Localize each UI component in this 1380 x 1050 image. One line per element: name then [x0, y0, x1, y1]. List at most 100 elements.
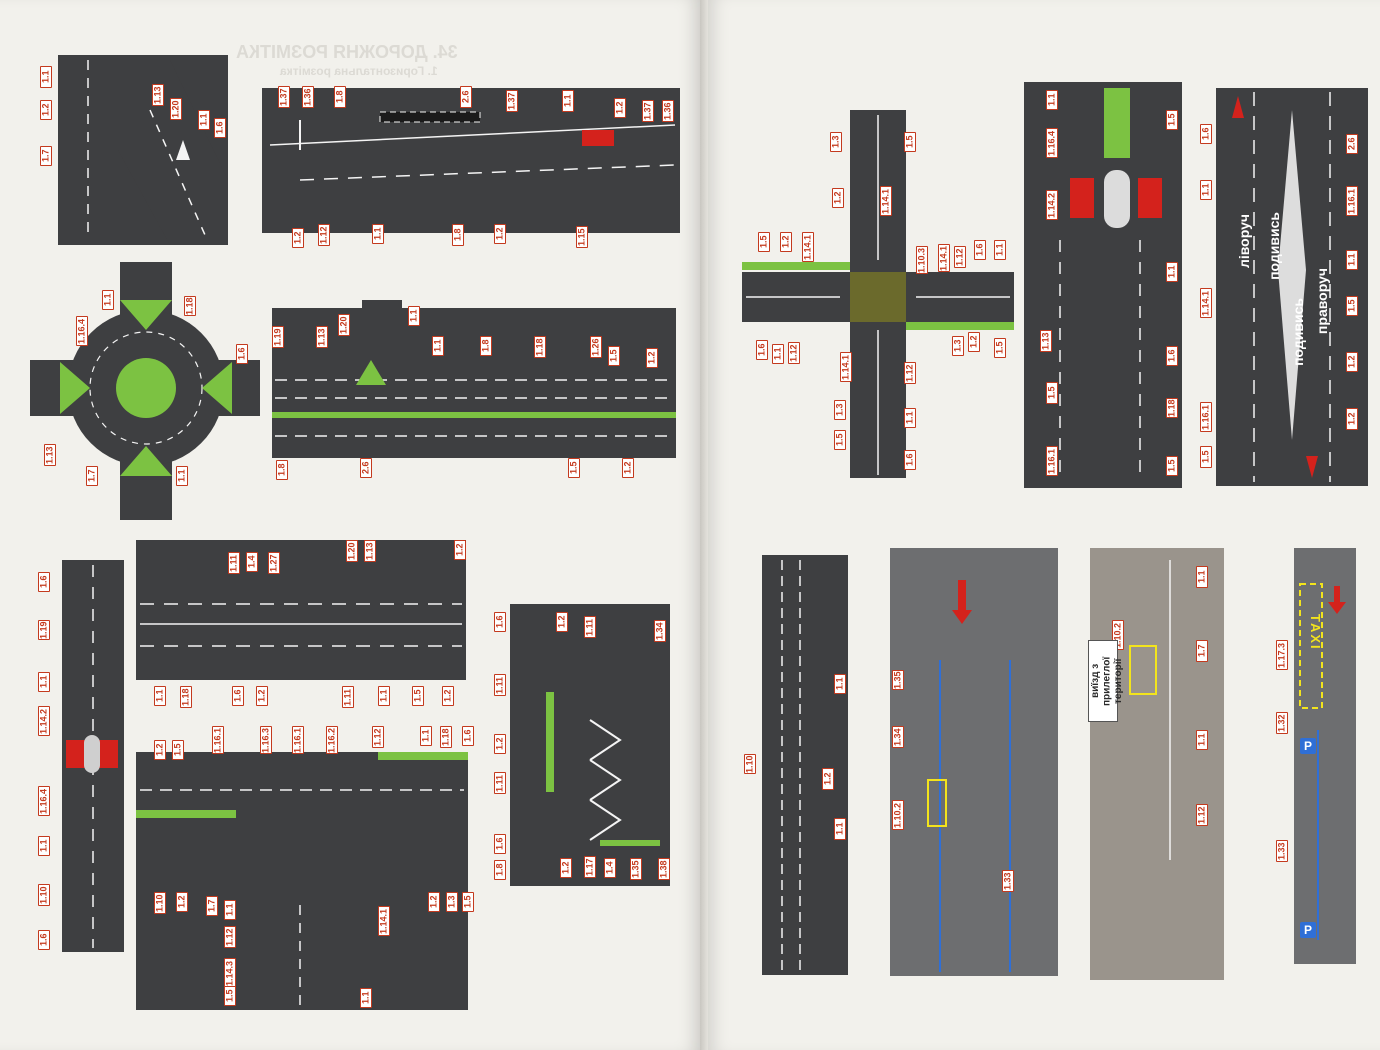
road-surface — [370, 540, 430, 600]
marking-label: 1.6 — [756, 340, 768, 360]
marking-label: 1.16.3 — [260, 726, 272, 754]
marking-label: 1.19 — [38, 620, 50, 640]
marking-label: 1.2 — [40, 100, 52, 120]
marking-label: 1.5 — [1046, 382, 1058, 404]
marking-label: 1.5 — [1166, 456, 1178, 476]
median-strip — [546, 692, 554, 792]
marking-label: 1.12 — [954, 246, 966, 268]
marking-label: 1.14.2 — [38, 706, 50, 736]
lane-line — [149, 109, 206, 236]
marking-label: 1.20 — [346, 540, 358, 562]
marking-label: 1.1 — [1196, 566, 1208, 588]
marking-label: 1.37 — [642, 100, 654, 122]
marking-label: 1.6 — [462, 726, 474, 746]
marking-label: 1.2 — [292, 228, 304, 248]
marking-label: 1.6 — [974, 240, 986, 260]
road-text-left: ліворуч — [1236, 214, 1252, 269]
marking-label: 1.13 — [152, 84, 164, 106]
marking-label: 1.6 — [1200, 124, 1212, 144]
marking-label: 1.5 — [1166, 110, 1178, 130]
marking-label: 1.2 — [256, 686, 268, 706]
marking-label: 1.3 — [952, 336, 964, 356]
marking-label: 1.6 — [214, 118, 226, 138]
parking-chevron — [589, 759, 622, 801]
refuge-island — [1104, 170, 1130, 228]
marking-label: 1.34 — [892, 726, 904, 748]
marking-label: 1.33 — [1002, 870, 1014, 892]
marking-label: 1.8 — [494, 860, 506, 880]
marking-label: 1.5 — [1200, 446, 1212, 468]
marking-label: 1.1 — [1346, 250, 1358, 270]
marking-label: 1.1 — [420, 726, 432, 746]
marking-label: 1.16.1 — [292, 726, 304, 754]
marking-label: 2.6 — [460, 86, 472, 108]
marking-label: 1.11 — [494, 772, 506, 794]
marking-label: 1.2 — [494, 734, 506, 754]
marking-label: 1.16.1 — [212, 726, 224, 754]
road-text-right: праворуч — [1314, 268, 1330, 335]
yellow-box-junction — [850, 272, 906, 322]
marking-label: 1.1 — [772, 344, 784, 364]
marking-label: 1.2 — [968, 332, 980, 352]
median-strip — [136, 810, 236, 818]
road-text-look-1: подивись — [1266, 212, 1282, 280]
marking-label: 1.5 — [568, 458, 580, 478]
marking-label: 1.18 — [184, 296, 196, 316]
traffic-island — [120, 300, 172, 330]
refuge-island — [1278, 110, 1306, 440]
marking-label: 1.8 — [334, 86, 346, 108]
marking-label: 1.18 — [534, 336, 546, 358]
marking-label: 1.38 — [658, 858, 670, 880]
marking-label: 1.7 — [1196, 640, 1208, 662]
marking-label: 1.33 — [1276, 840, 1288, 862]
marking-label: 1.8 — [452, 224, 464, 246]
marking-label: 1.16.4 — [38, 786, 50, 816]
marking-label: 1.11 — [228, 552, 240, 574]
marking-label: 1.19 — [272, 326, 284, 348]
marking-label: 1.17 — [584, 856, 596, 878]
marking-label: 1.2 — [614, 98, 626, 118]
marking-label: 1.2 — [646, 348, 658, 368]
marking-label: 1.6 — [494, 612, 506, 632]
marking-label: 2.6 — [360, 458, 372, 478]
marking-label: 1.6 — [236, 344, 248, 364]
road-surface — [812, 860, 848, 900]
marking-label: 1.10 — [154, 892, 166, 914]
marking-label: 1.37 — [278, 86, 290, 108]
marking-label: 1.32 — [1276, 712, 1288, 734]
marking-label: 1.1 — [378, 686, 390, 706]
marking-label: 1.6 — [38, 930, 50, 950]
marking-label: 1.1 — [1200, 180, 1212, 200]
marking-label: 1.1 — [834, 818, 846, 840]
traffic-island — [120, 446, 172, 476]
marking-label: 1.1 — [38, 836, 50, 856]
marking-label: 1.1 — [408, 306, 420, 326]
marking-label: 1.16.1 — [1046, 446, 1058, 476]
marking-label: 1.1 — [360, 988, 372, 1008]
marking-label: 1.13 — [1040, 330, 1052, 352]
marking-label: 1.2 — [822, 768, 834, 790]
traffic-island — [60, 362, 90, 414]
marking-label: 1.14.1 — [840, 352, 852, 382]
median-strip — [378, 752, 468, 760]
marking-label: 1.1 — [994, 240, 1006, 260]
diagram-taxi-parking — [1294, 548, 1356, 964]
marking-label: 1.12 — [318, 224, 330, 246]
median-strip — [742, 262, 850, 270]
marking-label: 1.11 — [494, 674, 506, 696]
marking-label: 1.2 — [494, 224, 506, 244]
marking-label: 2.6 — [1346, 134, 1358, 154]
marking-label: 1.4 — [604, 858, 616, 878]
marking-label: 1.6 — [494, 834, 506, 854]
marking-label: 1.1 — [102, 290, 114, 310]
marking-label: 1.1 — [372, 224, 384, 244]
exit-territory-sign: виїзд з прилеглої території — [1088, 640, 1124, 722]
marking-label: 1.36 — [662, 100, 674, 122]
marking-label: 1.14.3 — [224, 958, 236, 988]
yellow-box — [1129, 645, 1157, 695]
marking-label: 1.16.4 — [76, 316, 88, 346]
direction-arrow-red — [952, 580, 972, 624]
parking-sign-2: P — [1300, 922, 1316, 938]
marking-label: 1.8 — [480, 336, 492, 356]
